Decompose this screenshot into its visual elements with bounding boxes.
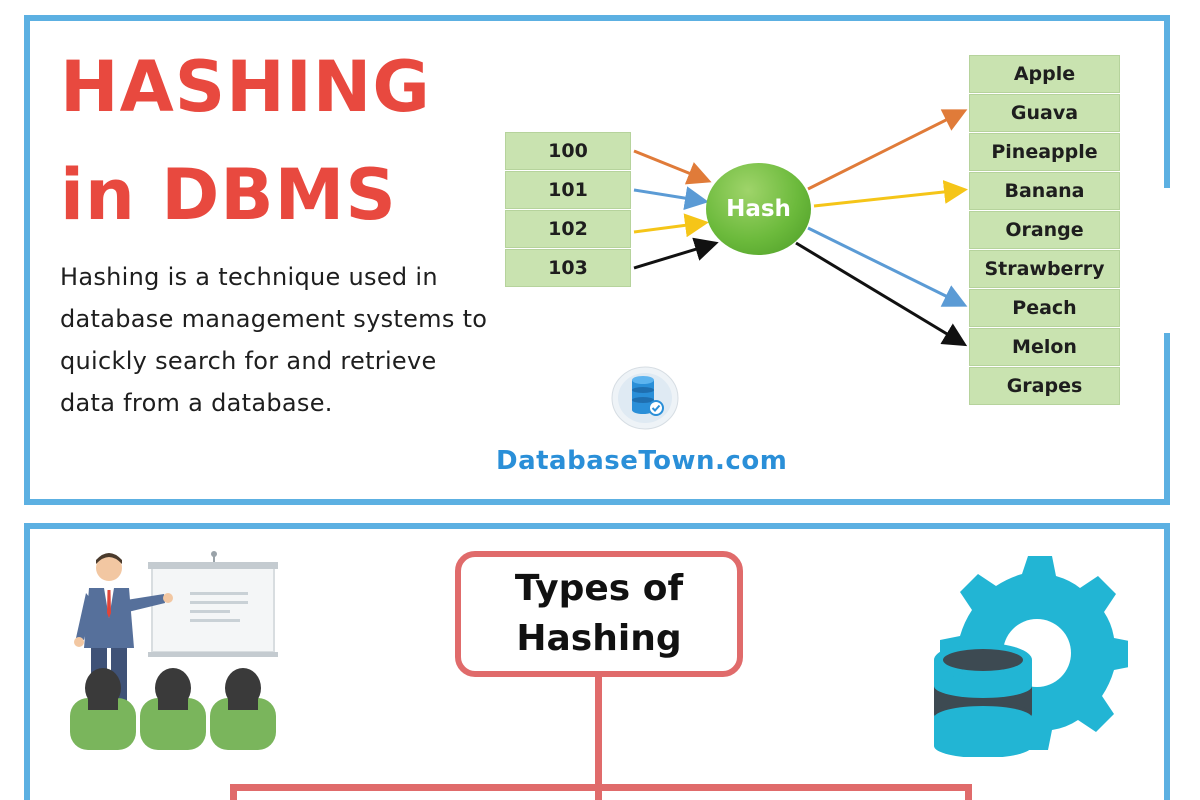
- hash-label: Hash: [726, 196, 791, 222]
- bottom-panel-frame-right: [1164, 523, 1170, 800]
- top-panel-frame-left: [24, 15, 30, 505]
- key-cell: 101: [505, 171, 631, 209]
- key-cell: 103: [505, 249, 631, 287]
- value-cell: Strawberry: [969, 250, 1120, 288]
- presenter-audience-icon: [70, 551, 278, 750]
- tree-connector-vertical: [595, 677, 602, 789]
- title-line-1: HASHING: [60, 46, 431, 128]
- description-text: Hashing is a technique used in database …: [60, 263, 488, 417]
- arrow-to-banana: [813, 180, 968, 208]
- tree-connector-center-drop: [595, 784, 602, 800]
- arrow-to-melon: [795, 241, 968, 347]
- types-of-hashing-box: Types of Hashing: [455, 551, 743, 677]
- key-cell: 100: [505, 132, 631, 170]
- top-panel-frame-top: [24, 15, 1170, 21]
- database-gear-icon: [934, 556, 1128, 757]
- key-cell: 102: [505, 210, 631, 248]
- value-cell: Orange: [969, 211, 1120, 249]
- arrow-to-peach: [807, 226, 968, 307]
- bottom-panel-frame-top: [24, 523, 1170, 529]
- brand-name: DatabaseTown.com: [496, 446, 788, 476]
- arrow-key-103: [633, 237, 719, 270]
- tree-connector-right-drop: [965, 784, 972, 800]
- value-cell: Peach: [969, 289, 1120, 327]
- value-cell: Grapes: [969, 367, 1120, 405]
- database-logo-icon: [611, 366, 679, 430]
- value-cell: Melon: [969, 328, 1120, 366]
- hash-function-node: Hash: [706, 163, 811, 255]
- arrow-to-guava: [807, 109, 968, 191]
- bottom-panel-frame-left: [24, 523, 30, 800]
- value-cell: Guava: [969, 94, 1120, 132]
- arrow-key-102: [633, 213, 709, 238]
- title-line-2: in DBMS: [60, 154, 397, 236]
- value-cell: Apple: [969, 55, 1120, 93]
- top-panel-frame-right-upper: [1164, 15, 1170, 188]
- types-of-hashing-label: Types of Hashing: [514, 568, 684, 659]
- value-cell: Banana: [969, 172, 1120, 210]
- arrow-key-100: [633, 149, 712, 185]
- value-cell: Pineapple: [969, 133, 1120, 171]
- top-panel-frame-right-lower: [1164, 333, 1170, 505]
- top-panel-frame-bottom: [24, 499, 1170, 505]
- tree-connector-left-drop: [230, 784, 237, 800]
- arrow-key-101: [633, 186, 709, 211]
